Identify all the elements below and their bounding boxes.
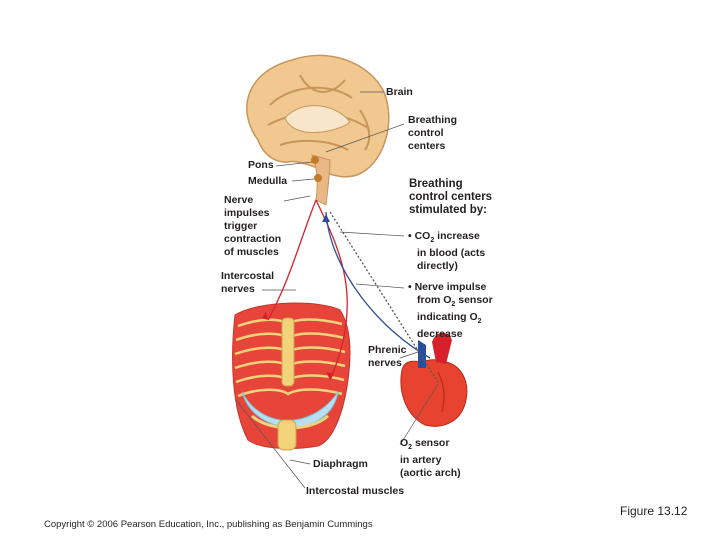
figure-label: Figure 13.12 — [620, 504, 688, 518]
label-nerve-impulse-o2: • Nerve impulse from O2 sensor indicatin… — [408, 281, 493, 341]
label-o2-sensor: O2 sensor in artery (aortic arch) — [400, 437, 461, 480]
label-co2-increase: • CO2 increase in blood (acts directly) — [408, 230, 486, 273]
brain-illustration — [246, 54, 390, 206]
ribcage-illustration — [232, 302, 351, 451]
label-brain: Brain — [386, 86, 413, 98]
heart-illustration — [400, 332, 468, 427]
label-intercostal-nerves: Intercostal nerves — [221, 270, 275, 295]
leader-lines — [235, 91, 439, 489]
label-intercostal-muscles: Intercostal muscles — [306, 485, 405, 497]
label-phrenic-nerves: Phrenic nerves — [368, 344, 407, 369]
label-diaphragm: Diaphragm — [313, 458, 368, 470]
copyright-notice: Copyright © 2006 Pearson Education, Inc.… — [44, 519, 373, 530]
label-nerve-impulses: Nerve impulses trigger contraction of mu… — [224, 194, 282, 258]
nerve-pathways — [262, 199, 439, 383]
label-medulla: Medulla — [248, 175, 288, 187]
label-pons: Pons — [248, 159, 274, 171]
label-stimulated-by: Breathing control centers stimulated by: — [409, 178, 493, 216]
label-breathing-control-centers: Breathing control centers — [408, 114, 458, 152]
